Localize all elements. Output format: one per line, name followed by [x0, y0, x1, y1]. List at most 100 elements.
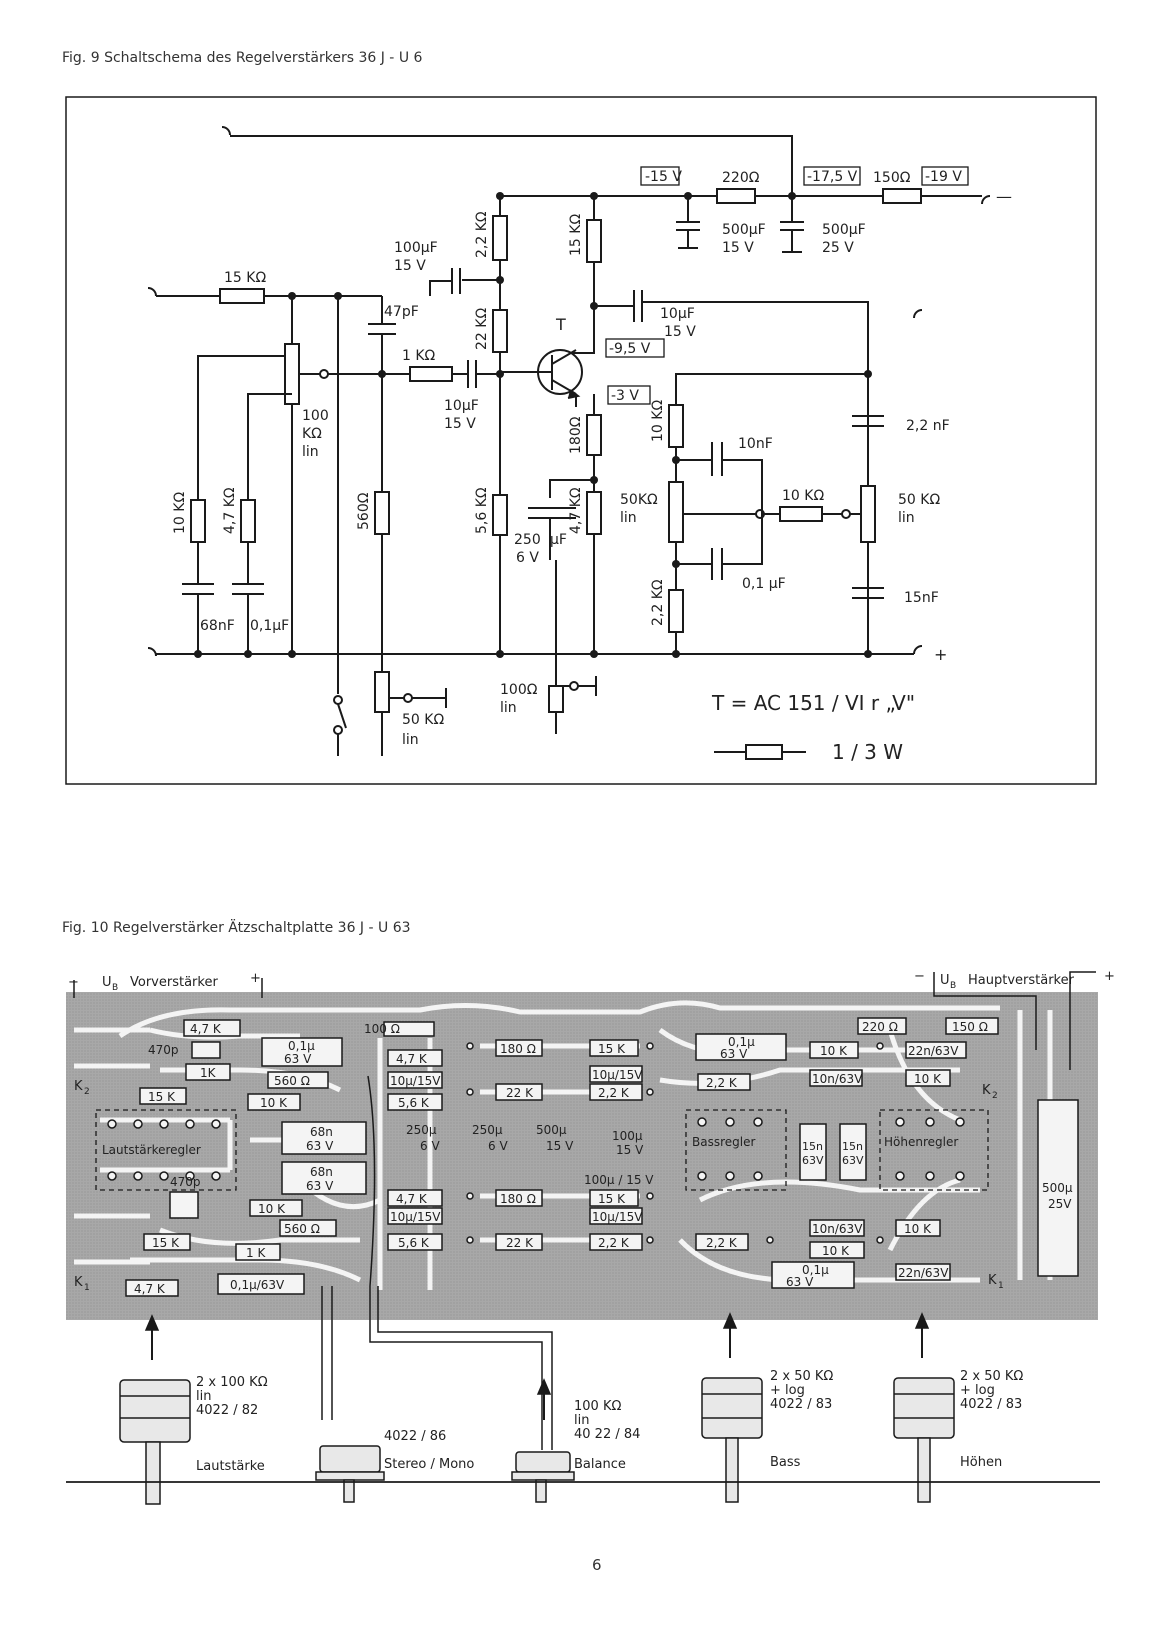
label-c250: 250 — [514, 532, 541, 548]
pot-hoehen — [893, 1377, 955, 1439]
label-c10n: 10nF — [738, 436, 773, 452]
part-560-b: 560 Ω — [284, 1222, 320, 1236]
pot-bass — [701, 1377, 763, 1439]
label-r180: 180Ω — [568, 416, 584, 454]
hoehen-spec1: 2 x 50 KΩ — [960, 1369, 1023, 1384]
label-bassregler: Bassregler — [692, 1135, 755, 1149]
k1-sub-right: 1 — [998, 1281, 1004, 1291]
k2-sub-left: 2 — [84, 1087, 90, 1097]
terminal-top — [221, 126, 231, 136]
label-pot50c: 50 KΩ — [402, 712, 444, 728]
part-2k2-c: 2,2 K — [706, 1076, 738, 1090]
terminal-plus — [913, 645, 923, 655]
part-4k7-b: 4,7 K — [396, 1052, 428, 1066]
label-r22k-top: 2,2 KΩ — [474, 211, 490, 258]
part-68n-a: 68n — [310, 1125, 333, 1139]
part-560-a: 560 Ω — [274, 1074, 310, 1088]
part-2k2-b: 2,2 K — [598, 1086, 630, 1100]
schematic — [65, 96, 1097, 785]
label-r150: 150Ω — [873, 170, 911, 186]
part-180-a: 180 Ω — [500, 1042, 536, 1056]
part-68n-b: 68n — [310, 1165, 333, 1179]
pot-lautstaerke — [119, 1379, 191, 1443]
label-r22k: 22 KΩ — [474, 308, 490, 350]
bass-spec1: 2 x 50 KΩ — [770, 1369, 833, 1384]
pcb-components — [125, 1017, 1079, 1297]
ub-haupt-symbol: U — [940, 973, 950, 988]
schematic-labels: -15 V 220Ω -17,5 V 150Ω -19 V 500µF 15 V… — [172, 169, 1012, 764]
bal-spec2: lin — [574, 1413, 589, 1428]
part-10k-e: 10 K — [904, 1222, 932, 1236]
terminal-ground-left — [147, 647, 157, 657]
pcb-labels: 4,7 K 470p 0,1µ 63 V 100 Ω 4,7 K 180 Ω 1… — [102, 1020, 1073, 1296]
fig9-caption: Fig. 9 Schaltschema des Regelverstärkers… — [62, 50, 423, 66]
label-c100-voltage: 15 V — [394, 258, 426, 274]
label-pot50a: 50KΩ — [620, 492, 658, 508]
part-220: 220 Ω — [862, 1020, 898, 1034]
part-22k-d: 22 K — [506, 1236, 534, 1250]
label-c10u-in-voltage: 15 V — [444, 416, 476, 432]
hoehen-name: Höhen — [960, 1455, 1002, 1470]
label-pot50c-lin: lin — [402, 732, 419, 748]
part-10u15v-c: 10µ/15V — [390, 1210, 441, 1224]
part-15k-d: 15 K — [152, 1236, 180, 1250]
part-63v-d: 63 V — [306, 1179, 334, 1193]
ub-vor-text: Vorverstärker — [130, 975, 218, 990]
ub-vor-symbol: U — [102, 975, 112, 990]
label-pot100-unit: KΩ — [302, 426, 322, 442]
label-pot50b-lin: lin — [898, 510, 915, 526]
part-15k-b: 15 K — [148, 1090, 176, 1104]
part-500u-a: 500µ — [536, 1123, 567, 1137]
part-63v-a: 63 V — [284, 1052, 312, 1066]
part-250u-b: 250µ — [472, 1123, 503, 1137]
bal-spec3: 40 22 / 84 — [574, 1427, 640, 1442]
fig10-caption: Fig. 10 Regelverstärker Ätzschaltplatte … — [62, 920, 411, 936]
ub-haupt-text: Hauptverstärker — [968, 973, 1075, 988]
part-5k6-b: 5,6 K — [398, 1236, 430, 1250]
label-minus175v: -17,5 V — [807, 169, 858, 185]
label-r22k-bottom: 2,2 KΩ — [650, 579, 666, 626]
part-01u63v-c: 0,1µ/63V — [230, 1278, 285, 1292]
label-c500a: 500µF — [722, 222, 766, 238]
pot-labels: 2 x 100 KΩ lin 4022 / 82 Lautstärke 4022… — [196, 1369, 1023, 1474]
page-number: 6 — [592, 1556, 602, 1574]
part-2k2-e: 2,2 K — [598, 1236, 630, 1250]
hoehenregler-outline — [879, 1109, 989, 1191]
part-150: 150 Ω — [952, 1020, 988, 1034]
ub-haupt-subscript: B — [950, 981, 956, 991]
part-10u15v-a: 10µ/15V — [390, 1074, 441, 1088]
part-4k7-c: 4,7 K — [396, 1192, 428, 1206]
label-r1k: 1 KΩ — [402, 348, 436, 364]
part-470p-b: 470p — [170, 1175, 201, 1189]
part-180-b: 180 Ω — [500, 1192, 536, 1206]
part-63v-e: 63 V — [786, 1275, 814, 1289]
label-c10u-in: 10µF — [444, 398, 479, 414]
schematic-frame — [65, 96, 1097, 785]
label-r100: 100Ω — [500, 682, 538, 698]
pcb-supply-labels: − U B Vorverstärker + − U B Hauptverstär… — [68, 969, 1115, 1293]
label-r100-lin: lin — [500, 700, 517, 716]
label-r47k-left: 4,7 KΩ — [222, 487, 238, 534]
part-22n-a: 22n/63V — [908, 1044, 959, 1058]
label-r56k: 5,6 KΩ — [474, 487, 490, 534]
part-6v-b: 6 V — [488, 1139, 508, 1153]
part-10k-c: 10 K — [260, 1096, 288, 1110]
part-15n-b: 15n — [842, 1140, 863, 1153]
hoehen-spec3: 4022 / 83 — [960, 1397, 1022, 1412]
label-c100: 100µF — [394, 240, 438, 256]
label-pot50a-lin: lin — [620, 510, 637, 526]
part-100ohm: 100 Ω — [364, 1022, 400, 1036]
bass-spec2: + log — [770, 1383, 805, 1398]
label-r220: 220Ω — [722, 170, 760, 186]
pot-balance — [515, 1451, 571, 1473]
stereo-name: Stereo / Mono — [384, 1457, 474, 1472]
laut-spec2: lin — [196, 1389, 211, 1404]
terminal-output — [913, 309, 923, 319]
label-c500b: 500µF — [822, 222, 866, 238]
part-10n-b: 10n/63V — [812, 1222, 863, 1236]
label-c250-voltage: 6 V — [516, 550, 539, 566]
label-transistor-type: T = AC 151 / VI r „V" — [711, 691, 915, 715]
label-c10u-out-voltage: 15 V — [664, 324, 696, 340]
part-15n-a: 15n — [802, 1140, 823, 1153]
label-pot100: 100 — [302, 408, 329, 424]
